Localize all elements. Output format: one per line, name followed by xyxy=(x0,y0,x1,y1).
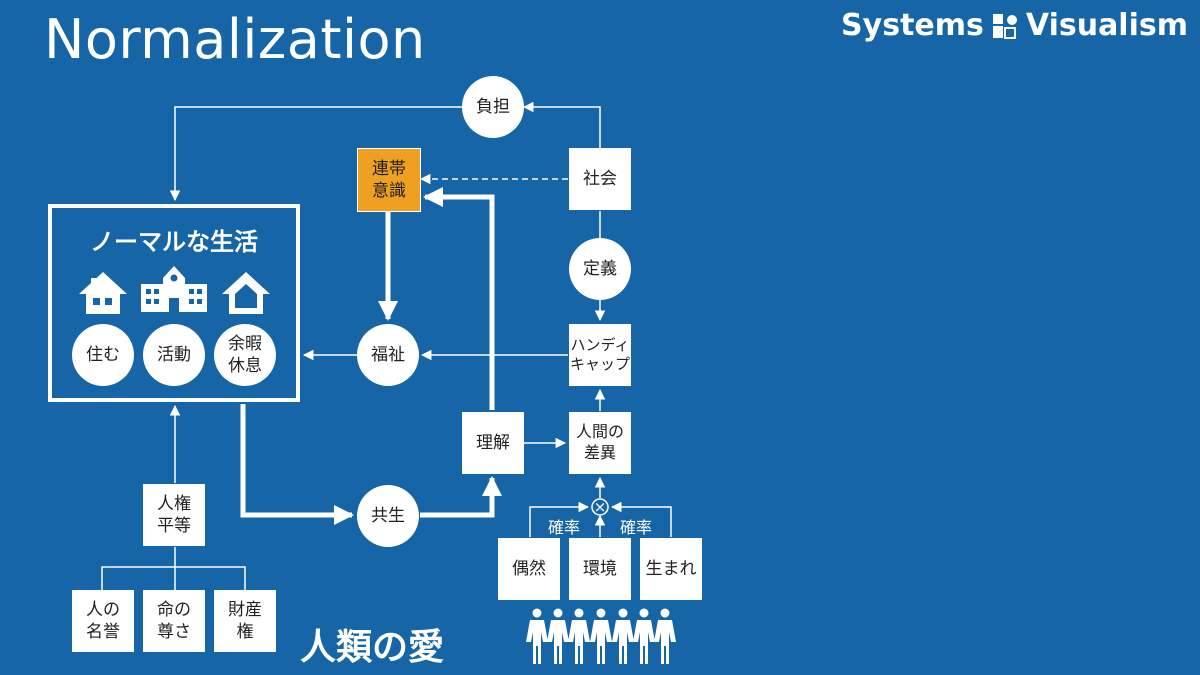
node-welfare: 福祉 xyxy=(357,324,419,386)
node-chance: 偶然 xyxy=(498,538,560,600)
normal-life-box xyxy=(48,204,300,402)
node-solidarity: 連帯 意識 xyxy=(357,148,421,212)
node-human-rights: 人権 平等 xyxy=(143,484,205,546)
house-icon xyxy=(79,272,127,314)
edge-bottom-rights xyxy=(101,547,246,590)
school-icon xyxy=(141,266,207,312)
node-environment: 環境 xyxy=(569,538,631,600)
edge-chance-multiply xyxy=(529,501,590,537)
page-title: Normalization xyxy=(44,8,426,71)
systems-visualism-logo-icon xyxy=(992,13,1017,39)
activity-live: 住む xyxy=(72,324,134,386)
edge-coexistence-understanding xyxy=(420,476,502,518)
people-group-icon xyxy=(526,608,676,664)
node-handicap: ハンディ キャップ xyxy=(569,324,631,386)
probability-label-right: 確率 xyxy=(619,518,652,537)
edge-normal-life-coexistence xyxy=(240,404,354,525)
activity-leisure: 余暇 休息 xyxy=(214,324,276,386)
brand-right-text: Visualism xyxy=(1025,8,1188,43)
node-life-dignity: 命の 尊さ xyxy=(143,590,205,652)
activity-work: 活動 xyxy=(143,324,205,386)
node-understanding: 理解 xyxy=(462,412,524,474)
node-definition: 定義 xyxy=(569,238,631,300)
node-honor: 人の 名誉 xyxy=(72,590,134,652)
multiply-circle xyxy=(591,498,609,516)
edge-society-burden xyxy=(522,101,601,148)
multiply-symbol: × xyxy=(593,498,607,516)
node-birth: 生まれ xyxy=(640,538,702,600)
node-property: 財産 権 xyxy=(214,590,276,652)
edge-birth-multiply xyxy=(610,501,672,537)
home-icon xyxy=(222,272,270,314)
edge-understanding-solidarity xyxy=(423,187,495,410)
node-human-difference: 人間の 差異 xyxy=(569,412,631,474)
node-burden: 負担 xyxy=(462,76,524,138)
love-of-humanity-text: 人類の愛 xyxy=(300,627,445,668)
normal-life-title: ノーマルな生活 xyxy=(90,228,258,256)
brand-left-text: Systems xyxy=(841,8,984,43)
brand-logo: Systems Visualism xyxy=(841,8,1188,43)
edge-burden-normal-life xyxy=(169,106,462,202)
node-society: 社会 xyxy=(569,148,631,210)
probability-label-left: 確率 xyxy=(547,518,580,537)
node-coexistence: 共生 xyxy=(357,485,419,547)
